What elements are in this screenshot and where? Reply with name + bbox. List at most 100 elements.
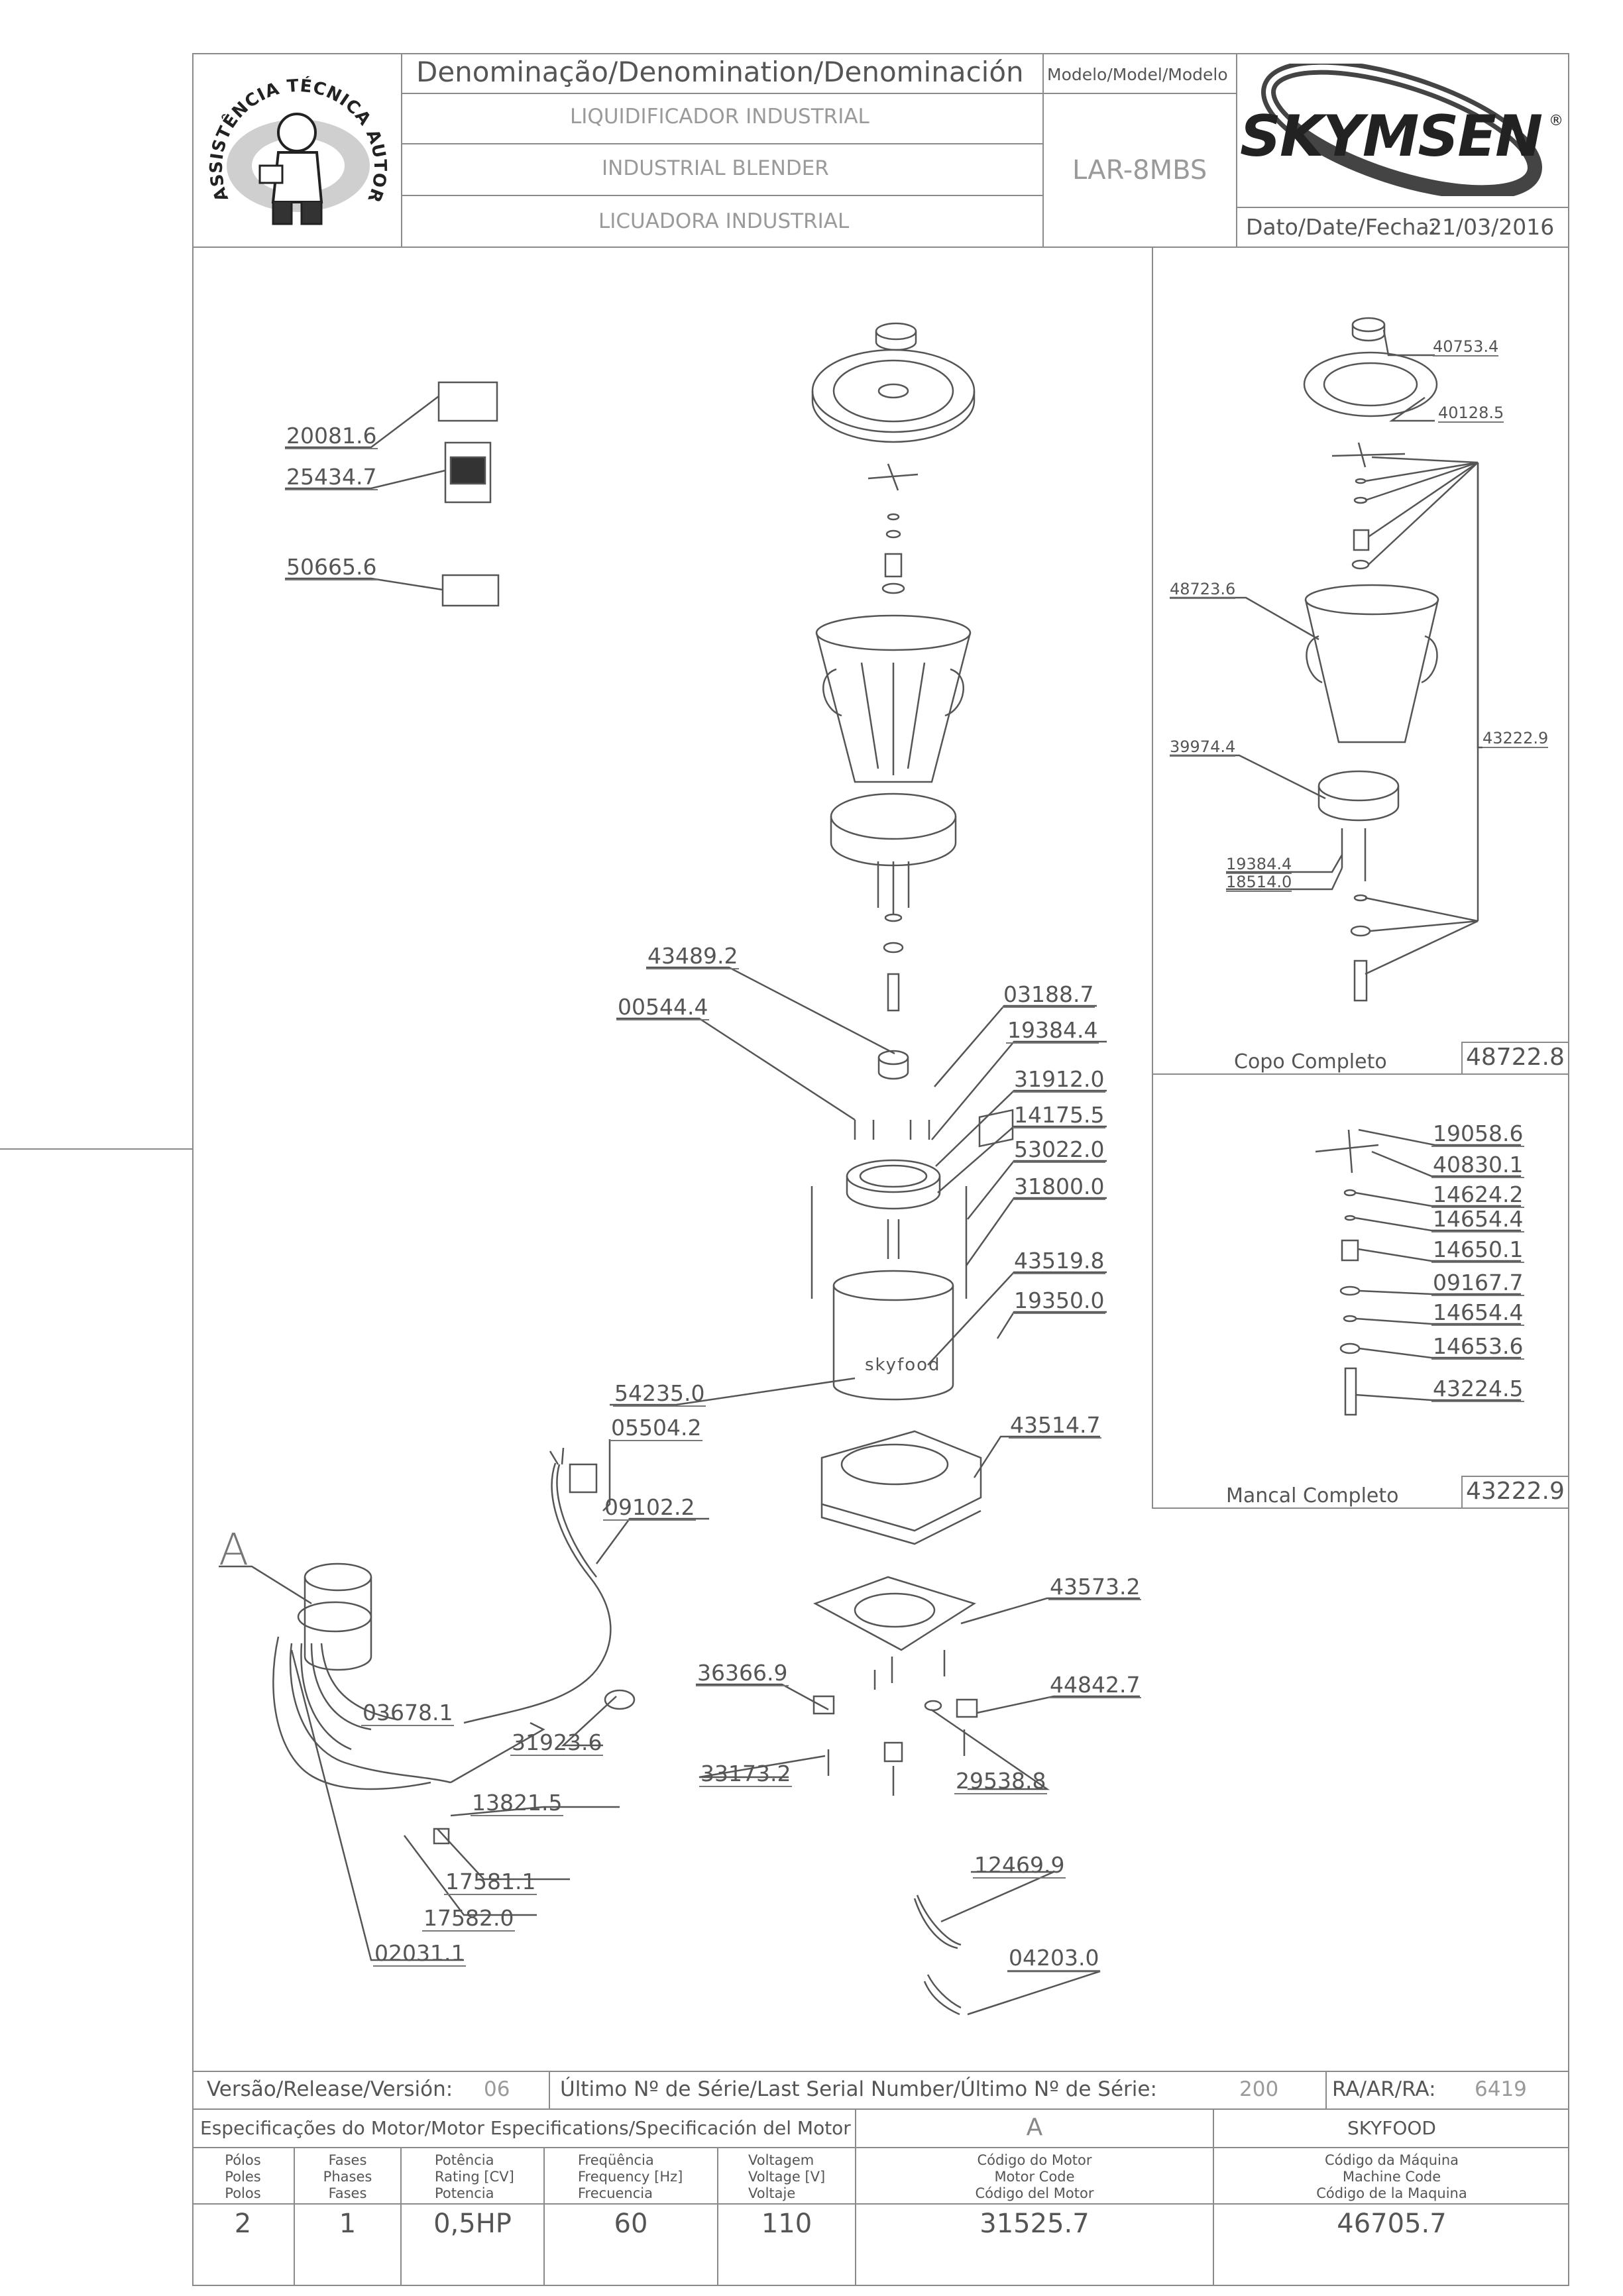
copo-part-number: 48723.6 (1170, 580, 1236, 599)
part-number: 31923.6 (510, 1729, 604, 1756)
header-rule (1236, 207, 1569, 208)
copo-part-number: 40128.5 (1438, 404, 1504, 423)
table-divider (1213, 2108, 1214, 2286)
part-number: 03188.7 (1002, 981, 1095, 1008)
motor-spec-label: Especificações do Motor/Motor Especifica… (200, 2117, 851, 2139)
registered-mark: ® (1549, 113, 1563, 129)
mancal-part-number: 14654.4 (1431, 1206, 1525, 1232)
part-number: 03678.1 (361, 1700, 455, 1726)
value-phases: 1 (339, 2209, 357, 2239)
header-divider (401, 53, 402, 246)
mancal-part-number: 43224.5 (1431, 1376, 1525, 1402)
table-divider (855, 2108, 856, 2286)
value-poles: 2 (234, 2209, 252, 2239)
version-label: Versão/Release/Versión: (207, 2077, 453, 2101)
table-divider (294, 2147, 295, 2286)
table-divider (400, 2147, 402, 2286)
part-number: 43489.2 (646, 943, 740, 969)
serial-label: Último Nº de Série/Last Serial Number/Úl… (560, 2077, 1157, 2101)
part-number: 31912.0 (1013, 1066, 1106, 1093)
copo-part-number: 18514.0 (1226, 873, 1292, 892)
part-number: 43519.8 (1013, 1248, 1106, 1274)
part-number: 02031.1 (373, 1940, 467, 1967)
mancal-part-number: 40830.1 (1431, 1152, 1525, 1178)
mancal-title: Mancal Completo (1226, 1484, 1399, 1507)
detail-callout-a: A (219, 1524, 249, 1575)
copo-panel-bottom (1152, 1073, 1569, 1075)
copo-part-number: 40753.4 (1433, 337, 1499, 356)
sheet-frame (192, 53, 1569, 2286)
value-motor-code: 31525.7 (979, 2209, 1090, 2239)
part-number: 53022.0 (1013, 1136, 1106, 1163)
serial-value: 200 (1239, 2077, 1279, 2101)
left-margin-line (0, 1148, 192, 1150)
header-rule (401, 143, 1042, 144)
mancal-part-number: 14624.2 (1431, 1181, 1525, 1208)
copo-part-number: 39974.4 (1170, 738, 1236, 757)
table-divider (717, 2147, 718, 2286)
part-number: 09102.2 (603, 1494, 697, 1521)
part-number: 05504.2 (610, 1415, 703, 1441)
part-number: 17582.0 (422, 1905, 516, 1932)
date-label: Dato/Date/Fecha: (1246, 214, 1437, 240)
brand-name: SKYMSEN (1240, 103, 1543, 170)
value-voltage: 110 (761, 2209, 812, 2239)
part-number: 19350.0 (1013, 1287, 1106, 1314)
ra-value: 6419 (1475, 2077, 1527, 2101)
part-number: 43573.2 (1048, 1574, 1142, 1600)
table-rule (192, 2108, 1569, 2110)
mancal-part-number: 09167.7 (1431, 1270, 1525, 1296)
authorized-service-badge: ASSISTÊNCIA TÉCNICA AUTORIZADA (199, 60, 398, 245)
date-value: 21/03/2016 (1428, 214, 1555, 240)
value-frequency: 60 (614, 2209, 648, 2239)
copo-panel-left (1152, 246, 1153, 1507)
part-number: 14175.5 (1013, 1102, 1106, 1128)
header-divider (1042, 53, 1044, 246)
machine-brand: SKYFOOD (1347, 2117, 1436, 2139)
part-number: 13821.5 (471, 1790, 564, 1816)
mancal-part-number: 14654.4 (1431, 1299, 1525, 1326)
copo-title: Copo Completo (1234, 1050, 1387, 1073)
part-number: 33173.2 (699, 1761, 793, 1787)
mancal-code: 43222.9 (1466, 1478, 1565, 1505)
part-number: 19384.4 (1006, 1017, 1099, 1044)
brand-logo: SKYMSEN ® (1240, 64, 1567, 196)
model-label: Modelo/Model/Modelo (1047, 65, 1228, 84)
part-number: 12469.9 (973, 1852, 1066, 1879)
denomination-label: Denominação/Denomination/Denominación (416, 56, 1024, 88)
mancal-panel-bottom (1152, 1507, 1569, 1509)
table-divider (549, 2071, 550, 2108)
part-number: 50665.6 (285, 554, 378, 580)
mancal-part-number: 19058.6 (1431, 1121, 1525, 1147)
part-number: 17581.1 (444, 1869, 537, 1895)
table-rule (192, 2203, 1569, 2205)
body-logo-text: skyfood (865, 1355, 941, 1375)
header-bottom-rule (192, 246, 1569, 248)
motor-ref: A (1026, 2114, 1043, 2141)
part-number: 31800.0 (1013, 1174, 1106, 1200)
table-rule (192, 2147, 1569, 2148)
mancal-code-box (1461, 1476, 1569, 1509)
part-number: 36366.9 (696, 1660, 789, 1686)
version-value: 06 (484, 2077, 510, 2101)
copo-part-number: 43222.9 (1483, 729, 1549, 748)
part-number: 44842.7 (1048, 1672, 1142, 1698)
part-number: 54235.0 (613, 1380, 706, 1407)
value-rating: 0,5HP (433, 2209, 512, 2239)
part-number: 25434.7 (285, 464, 378, 490)
name-en: INDUSTRIAL BLENDER (602, 156, 829, 180)
copo-code-box (1461, 1042, 1569, 1075)
part-number: 20081.6 (285, 423, 378, 449)
part-number: 43514.7 (1009, 1412, 1102, 1439)
part-number: 00544.4 (616, 994, 710, 1020)
copo-code: 48722.8 (1466, 1044, 1565, 1071)
mancal-part-number: 14653.6 (1431, 1333, 1525, 1360)
name-es: LICUADORA INDUSTRIAL (598, 209, 850, 233)
part-number: 04203.0 (1007, 1945, 1101, 1971)
